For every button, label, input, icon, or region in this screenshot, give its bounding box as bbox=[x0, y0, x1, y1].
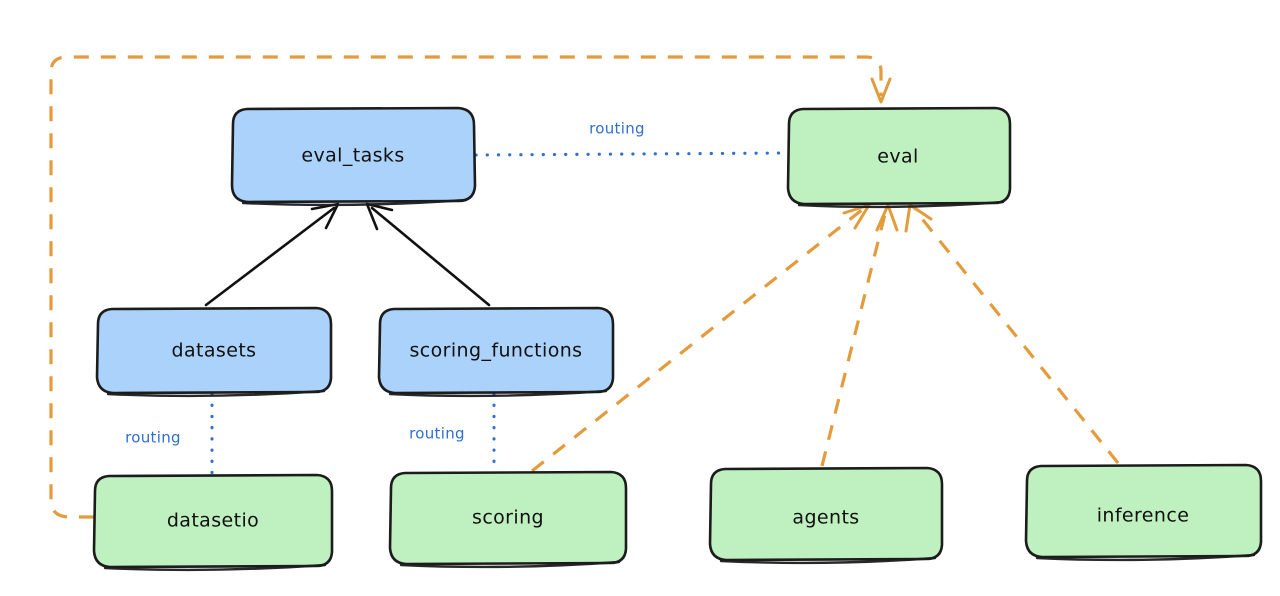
edge-inference-to-eval-arrowhead bbox=[904, 203, 933, 233]
edge-scoring-functions-to-eval-tasks-line bbox=[370, 206, 491, 307]
node-scoring-functions-underline bbox=[388, 389, 608, 398]
node-layer: eval_tasks eval datasets scoring_functio… bbox=[92, 106, 1263, 572]
node-eval-tasks-underline bbox=[241, 198, 468, 207]
edge-label-routing-datasetio: routing bbox=[125, 429, 181, 447]
node-scoring-underline bbox=[399, 560, 621, 569]
edge-inference-to-eval bbox=[904, 203, 1120, 465]
node-agents-underline bbox=[719, 556, 937, 565]
edge-datasets-to-eval-tasks-line bbox=[204, 206, 336, 307]
edge-eval-tasks-to-eval-line bbox=[474, 151, 788, 157]
edge-inference-to-eval-line bbox=[913, 208, 1120, 465]
edge-scoring-functions-to-eval-tasks bbox=[365, 202, 491, 307]
edge-scoring-to-eval-arrowhead bbox=[842, 203, 871, 230]
node-scoring[interactable]: scoring bbox=[388, 470, 628, 569]
node-agents[interactable]: agents bbox=[708, 466, 944, 565]
edge-datasetio-to-eval bbox=[49, 55, 892, 519]
node-eval-tasks-label: eval_tasks bbox=[301, 145, 404, 167]
node-eval-underline bbox=[797, 200, 1005, 209]
edge-agents-to-eval bbox=[820, 203, 899, 467]
edge-datasetio-to-eval-line bbox=[49, 55, 883, 519]
node-datasets-underline bbox=[106, 389, 326, 398]
edge-label-layer: routing routing routing bbox=[125, 120, 645, 447]
node-inference-underline bbox=[1035, 553, 1256, 562]
node-datasets[interactable]: datasets bbox=[95, 306, 333, 398]
node-datasetio-underline bbox=[103, 563, 327, 572]
node-scoring-label: scoring bbox=[472, 507, 544, 529]
node-agents-label: agents bbox=[792, 507, 859, 529]
node-scoring-functions-label: scoring_functions bbox=[410, 340, 583, 362]
node-datasets-label: datasets bbox=[172, 340, 257, 362]
edge-label-routing-eval: routing bbox=[589, 120, 645, 138]
edge-datasetio-to-eval-arrowhead bbox=[870, 77, 892, 104]
node-scoring-functions[interactable]: scoring_functions bbox=[377, 306, 615, 398]
node-inference-label: inference bbox=[1097, 505, 1190, 527]
edge-scoring-to-eval bbox=[531, 203, 871, 473]
edge-datasets-to-eval-tasks bbox=[204, 202, 340, 307]
edge-scoring-to-eval-line bbox=[531, 207, 864, 473]
node-eval-label: eval bbox=[877, 146, 918, 168]
node-datasetio-label: datasetio bbox=[167, 510, 259, 532]
node-datasetio[interactable]: datasetio bbox=[92, 473, 334, 572]
node-eval-tasks[interactable]: eval_tasks bbox=[230, 106, 477, 207]
node-eval[interactable]: eval bbox=[786, 106, 1012, 209]
edge-agents-to-eval-arrowhead bbox=[875, 203, 899, 232]
edge-eval-tasks-to-eval bbox=[474, 151, 788, 157]
edge-agents-to-eval-line bbox=[820, 209, 888, 467]
edge-label-routing-scoring: routing bbox=[409, 425, 465, 443]
node-inference[interactable]: inference bbox=[1024, 463, 1263, 562]
